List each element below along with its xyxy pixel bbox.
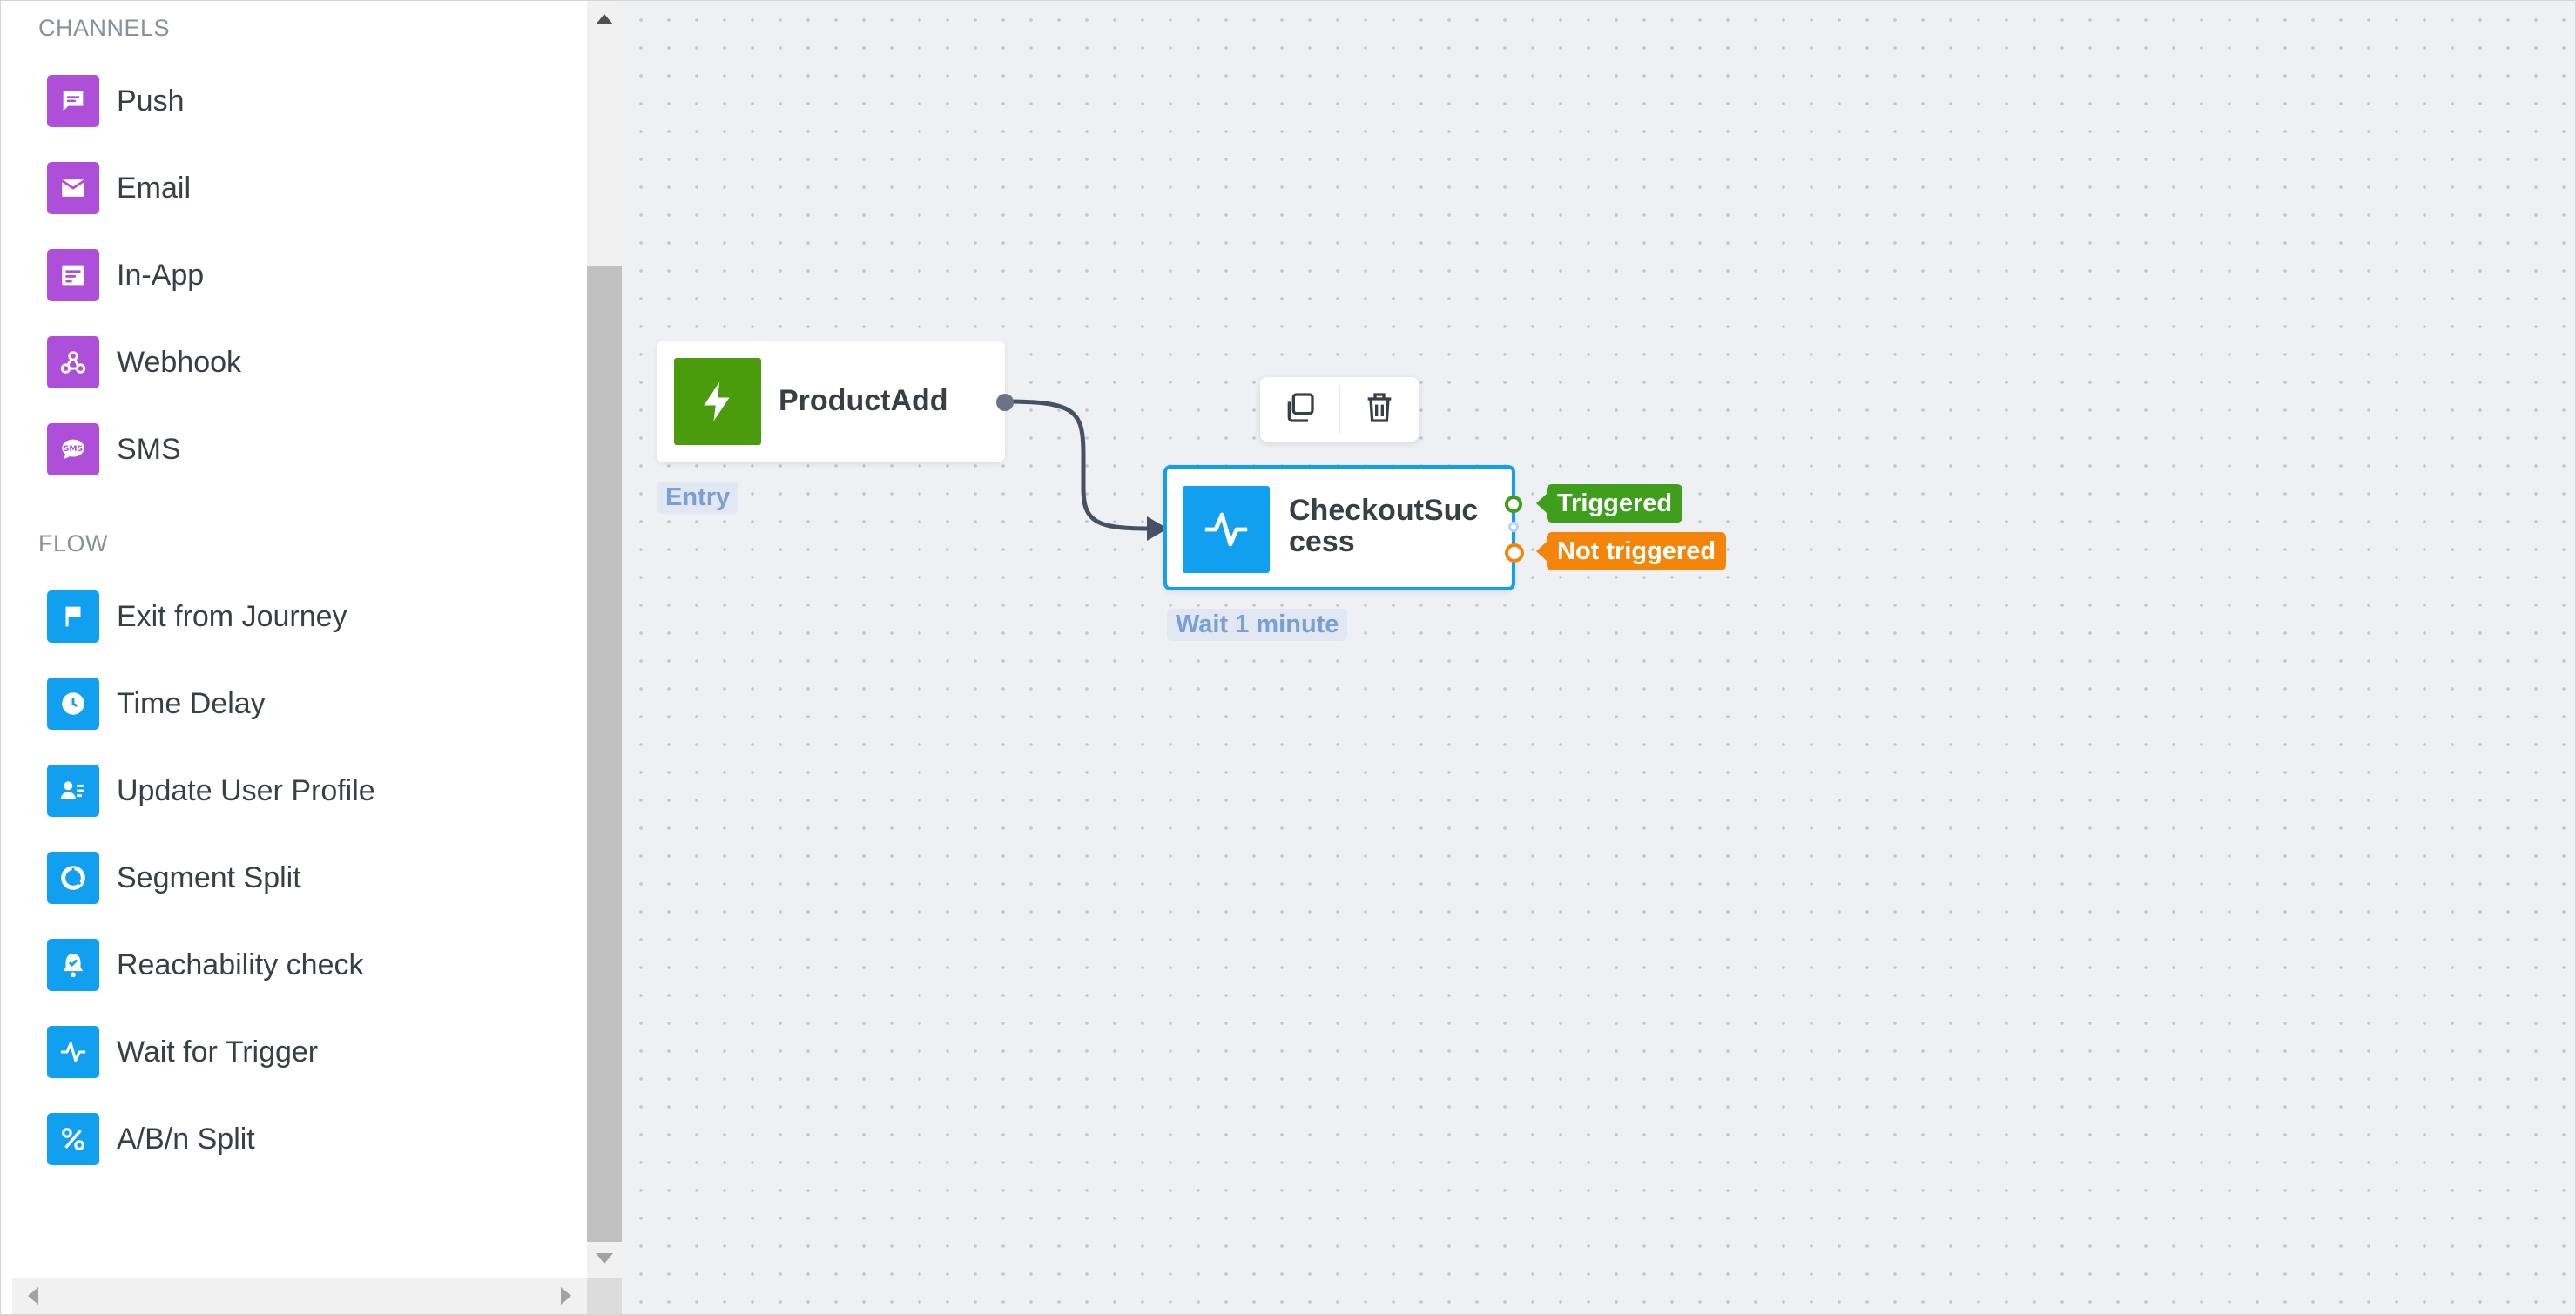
checkout-success-node[interactable]: CheckoutSuc cess bbox=[1163, 465, 1515, 590]
scrollbar-thumb[interactable] bbox=[587, 266, 622, 1242]
copy-icon bbox=[1282, 390, 1317, 429]
checkout-success-title: CheckoutSuc cess bbox=[1289, 495, 1478, 557]
scroll-left-arrow-icon[interactable] bbox=[28, 1287, 38, 1305]
bell-check-icon bbox=[47, 939, 99, 991]
sidebar-item-exit-from-journey[interactable]: Exit from Journey bbox=[47, 586, 570, 647]
scrollbar-corner bbox=[587, 1278, 622, 1314]
sidebar-item-sms[interactable]: SMS SMS bbox=[47, 419, 570, 480]
sidebar-item-webhook[interactable]: Webhook bbox=[47, 332, 570, 393]
sidebar-item-label: Update User Profile bbox=[117, 773, 375, 807]
sidebar-item-update-user-profile[interactable]: Update User Profile bbox=[47, 760, 570, 821]
flow-section-title: FLOW bbox=[38, 530, 108, 556]
sidebar-horizontal-scrollbar[interactable] bbox=[12, 1278, 587, 1314]
entry-node-title: ProductAdd bbox=[779, 384, 948, 417]
webhook-icon bbox=[47, 336, 99, 388]
scroll-right-arrow-icon[interactable] bbox=[561, 1287, 571, 1305]
sidebar-item-ab-split[interactable]: A/B/n Split bbox=[47, 1109, 570, 1170]
middle-port bbox=[1508, 522, 1519, 532]
sidebar-item-email[interactable]: Email bbox=[47, 158, 570, 219]
sidebar-item-wait-for-trigger[interactable]: Wait for Trigger bbox=[47, 1022, 570, 1082]
toolbar-separator bbox=[1339, 386, 1340, 433]
sidebar-item-label: Wait for Trigger bbox=[117, 1035, 319, 1069]
copy-button[interactable] bbox=[1260, 377, 1339, 442]
title-line-2: cess bbox=[1289, 525, 1355, 558]
segment-icon bbox=[47, 852, 99, 904]
sidebar-item-in-app[interactable]: In-App bbox=[47, 245, 570, 306]
sidebar-item-label: Reachability check bbox=[117, 947, 364, 981]
node-toolbar bbox=[1260, 377, 1419, 442]
trash-icon bbox=[1362, 390, 1397, 429]
wait-tag: Wait 1 minute bbox=[1167, 609, 1348, 641]
triggered-badge: Triggered bbox=[1535, 484, 1683, 523]
sidebar-item-segment-split[interactable]: Segment Split bbox=[47, 847, 570, 908]
entry-output-port[interactable] bbox=[996, 394, 1014, 411]
sidebar-item-time-delay[interactable]: Time Delay bbox=[47, 673, 570, 734]
sidebar-item-label: Email bbox=[117, 171, 192, 205]
sidebar-item-label: Push bbox=[117, 84, 185, 118]
sidebar-item-label: Webhook bbox=[117, 345, 242, 379]
lightning-icon bbox=[674, 358, 761, 445]
delete-button[interactable] bbox=[1340, 377, 1419, 442]
sidebar-item-label: A/B/n Split bbox=[117, 1122, 255, 1156]
sidebar-item-reachability-check[interactable]: Reachability check bbox=[47, 934, 570, 995]
email-icon bbox=[47, 162, 99, 214]
sidebar-item-label: Exit from Journey bbox=[117, 599, 347, 633]
pulse-icon bbox=[1183, 486, 1270, 573]
user-profile-icon bbox=[47, 765, 99, 817]
pulse-icon bbox=[47, 1026, 99, 1078]
not-triggered-badge: Not triggered bbox=[1535, 532, 1727, 570]
svg-text:SMS: SMS bbox=[64, 444, 83, 454]
node-connector bbox=[1004, 399, 1168, 541]
title-line-1: CheckoutSuc bbox=[1289, 494, 1479, 527]
sidebar-item-label: Time Delay bbox=[117, 686, 266, 720]
entry-node[interactable]: ProductAdd bbox=[657, 341, 1005, 462]
sidebar-item-label: SMS bbox=[117, 432, 181, 466]
component-sidebar: CHANNELS Push Email In-App Webhook bbox=[12, 1, 587, 1278]
scroll-up-arrow-icon[interactable] bbox=[596, 14, 613, 24]
entry-tag: Entry bbox=[657, 482, 739, 514]
percent-icon bbox=[47, 1113, 99, 1165]
push-icon bbox=[47, 75, 99, 127]
in-app-icon bbox=[47, 249, 99, 301]
sidebar-item-push[interactable]: Push bbox=[47, 71, 570, 132]
sidebar-item-label: Segment Split bbox=[117, 860, 301, 894]
journey-canvas[interactable]: ProductAdd Entry CheckoutSuc bbox=[622, 1, 2575, 1314]
sidebar-vertical-scrollbar[interactable] bbox=[587, 1, 622, 1278]
channels-section-title: CHANNELS bbox=[38, 15, 171, 41]
sms-icon: SMS bbox=[47, 423, 99, 475]
sidebar-item-label: In-App bbox=[117, 258, 205, 292]
clock-icon bbox=[47, 678, 99, 730]
flag-icon bbox=[47, 590, 99, 643]
triggered-output-port[interactable] bbox=[1505, 496, 1522, 513]
scroll-down-arrow-icon[interactable] bbox=[596, 1253, 613, 1264]
not-triggered-output-port[interactable] bbox=[1505, 543, 1524, 563]
